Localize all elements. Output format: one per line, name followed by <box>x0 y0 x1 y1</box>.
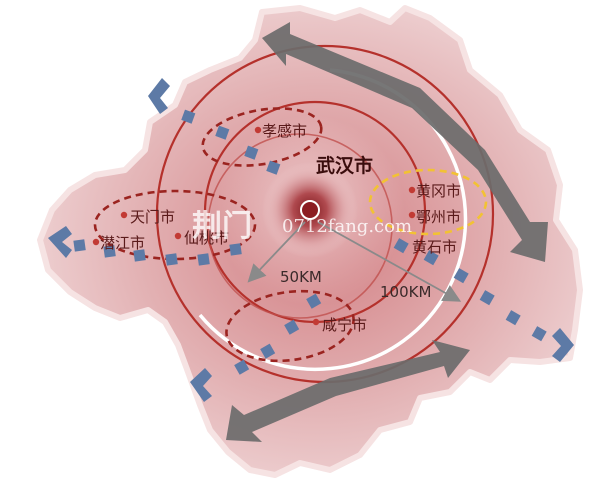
arrow-100km <box>317 221 462 302</box>
cluster-xianning <box>225 289 355 363</box>
square-marker <box>234 359 250 375</box>
city-dot-xiaogan <box>254 126 262 134</box>
square-marker <box>505 310 521 326</box>
square-marker <box>133 249 146 262</box>
city-dots <box>92 126 416 326</box>
label-ezhou: 鄂州市 <box>416 208 461 226</box>
label-wuhan: 武汉市 <box>316 154 373 177</box>
label-xiantao: 仙桃市 <box>184 229 229 247</box>
city-dot-huanggang <box>408 186 416 194</box>
square-marker <box>531 326 547 342</box>
arrow-50km <box>247 221 306 283</box>
square-marker <box>266 160 281 175</box>
square-marker <box>215 125 230 140</box>
square-marker <box>197 253 210 266</box>
label-xianning: 咸宁市 <box>322 316 367 334</box>
watermark-text: 荆门 <box>192 209 252 244</box>
square-marker <box>229 243 242 256</box>
city-dot-xianning <box>312 318 320 326</box>
square-marker <box>479 290 495 306</box>
development-axes <box>226 22 548 442</box>
square-marker <box>73 239 86 252</box>
label-huangshi: 黄石市 <box>412 238 457 256</box>
watermark-url: 0712fang.com <box>282 216 412 237</box>
square-marker <box>244 145 259 160</box>
label-huanggang: 黄冈市 <box>416 182 461 200</box>
label-xiaogan: 孝感市 <box>262 122 307 140</box>
label-tianmen: 天门市 <box>130 208 175 226</box>
cluster-xiaogan <box>201 107 323 167</box>
square-marker <box>423 250 439 266</box>
square-marker <box>260 343 276 359</box>
corridor-markers <box>48 78 574 402</box>
chevron-west <box>48 226 72 258</box>
city-dot-qianjiang <box>92 238 100 246</box>
city-dot-ezhou <box>408 211 416 219</box>
cluster-east <box>368 168 488 236</box>
cluster-west <box>93 189 257 261</box>
city-dot-xiantao <box>174 232 182 240</box>
square-marker <box>165 253 178 266</box>
label-50km: 50KM <box>280 268 322 286</box>
label-qianjiang: 潜江市 <box>100 234 145 252</box>
square-marker <box>103 245 116 258</box>
square-marker <box>284 319 300 335</box>
label-100km: 100KM <box>380 283 431 301</box>
chevron-northwest <box>148 78 170 114</box>
chevron-southeast <box>552 328 574 362</box>
city-dot-tianmen <box>120 211 128 219</box>
square-marker <box>181 109 196 124</box>
square-marker <box>453 268 469 284</box>
square-marker <box>393 238 409 254</box>
axis-northeast <box>262 22 548 262</box>
core-center-dot <box>300 200 320 220</box>
chevron-southwest <box>190 368 212 402</box>
axis-southeast <box>226 340 470 442</box>
square-marker <box>306 293 322 309</box>
